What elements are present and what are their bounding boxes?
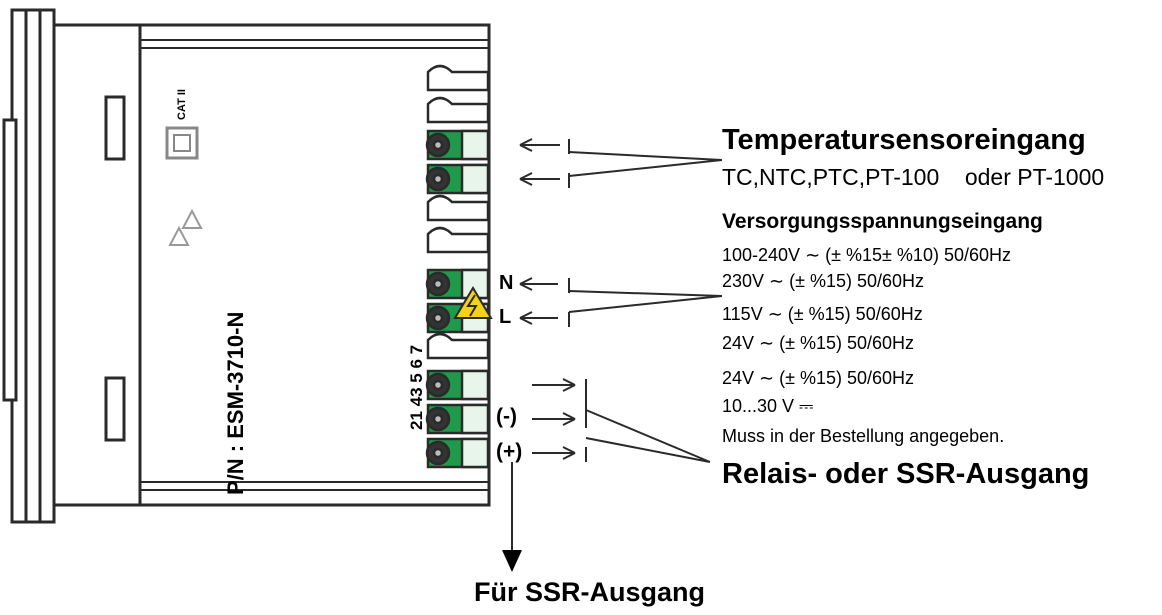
supply-line-5: 24V ∼ (± %15) 50/60Hz [722,368,915,388]
double-insulation-icon [165,126,199,160]
supply-line-1: 100-240V ∼ (± %15± %10) 50/60Hz [722,245,1011,265]
supply-line-6: 10...30 V ⎓ [722,396,814,416]
terminal-numbers: 21 43 5 6 7 [407,344,426,430]
part-number-label: P/N : ESM-3710-N [223,311,248,495]
green-terminals [425,129,490,469]
terminal-label-minus: (-) [496,405,517,428]
warning-triangle-icons [168,208,203,246]
connection-arrows [511,138,723,550]
high-voltage-icon [453,286,493,319]
sensor-input-title: Temperatursensoreingang [722,124,1086,156]
terminal-label-n: N [499,272,514,294]
terminal-label-l: L [499,306,512,328]
sensor-input-types: TC,NTC,PTC,PT-100 oder PT-1000 [722,164,1105,190]
terminal-block [426,64,490,360]
relay-output-title: Relais- oder SSR-Ausgang [722,458,1090,490]
cat-label: CAT II [176,89,188,120]
front-bezel [2,8,56,524]
supply-line-4: 24V ∼ (± %15) 50/60Hz [722,333,915,353]
supply-line-2: 230V ∼ (± %15) 50/60Hz [722,271,925,291]
mounting-clips [104,95,126,442]
down-arrow-head [502,550,522,572]
ssr-output-title: Für SSR-Ausgang [474,577,706,607]
terminal-label-plus: (+) [496,440,523,463]
device-body [52,23,491,507]
supply-line-3: 115V ∼ (± %15) 50/60Hz [722,304,923,324]
supply-input-title: Versorgungsspannungseingang [722,210,1043,233]
supply-line-7: Muss in der Bestellung angegeben. [722,426,1005,446]
